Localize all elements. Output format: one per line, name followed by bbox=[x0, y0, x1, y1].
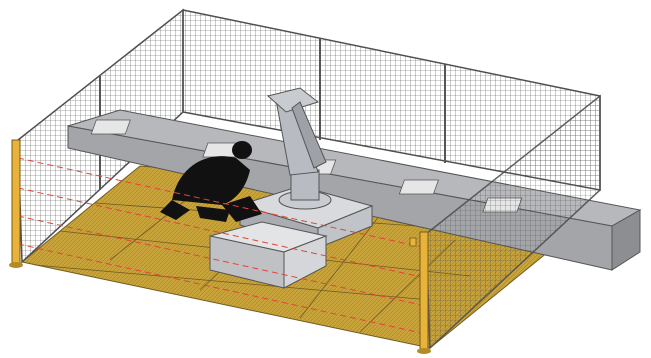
robot-cell-illustration bbox=[0, 0, 651, 358]
